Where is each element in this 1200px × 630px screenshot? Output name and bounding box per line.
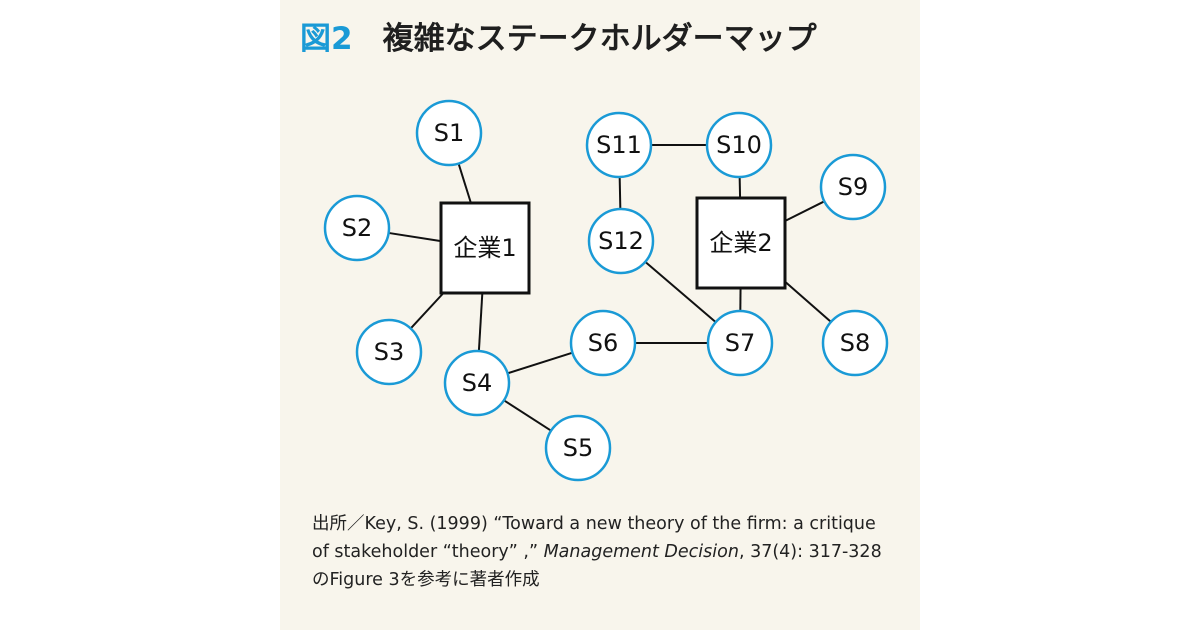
edge-s7-s12 — [644, 261, 717, 323]
stakeholder-label: S12 — [598, 227, 644, 255]
edge-s1-c1 — [457, 163, 472, 204]
stakeholder-label: S2 — [342, 214, 373, 242]
company-node-c2: 企業2 — [695, 196, 787, 290]
stakeholder-node-s12: S12 — [587, 207, 655, 275]
edge-s11-s12 — [618, 176, 622, 210]
stakeholder-label: S8 — [840, 329, 871, 357]
stakeholder-node-s10: S10 — [705, 111, 773, 179]
stakeholder-circle — [587, 207, 655, 275]
stakeholder-label: S10 — [716, 131, 762, 159]
stakeholder-node-s1: S1 — [415, 99, 483, 167]
stakeholder-node-s7: S7 — [706, 309, 774, 377]
stakeholder-circle — [355, 318, 423, 386]
caption-line-3: のFigure 3を参考に著者作成 — [312, 570, 540, 590]
stakeholder-circle — [706, 309, 774, 377]
stakeholder-node-s4: S4 — [443, 349, 511, 417]
stakeholder-circle — [443, 349, 511, 417]
edge-s3-c1 — [409, 292, 445, 330]
figure-title-text: 複雑なステークホルダーマップ — [382, 21, 817, 57]
stakeholder-circle — [705, 111, 773, 179]
caption-line-2-post: , 37(4): 317-328 — [738, 542, 882, 562]
edge-s9-c2 — [784, 200, 825, 222]
company-label: 企業2 — [709, 229, 772, 257]
stakeholder-label: S1 — [434, 119, 465, 147]
company-box — [695, 196, 787, 290]
caption-line-2: of stakeholder “theory” ,” Management De… — [312, 538, 912, 566]
stakeholder-circle — [415, 99, 483, 167]
company-node-c1: 企業1 — [439, 201, 531, 295]
stakeholder-label: S5 — [563, 434, 594, 462]
edge-s4-c1 — [477, 292, 484, 352]
stakeholder-label: S6 — [588, 329, 619, 357]
stakeholder-label: S7 — [725, 329, 756, 357]
figure-number: 図2 — [300, 21, 353, 57]
stakeholder-label: S4 — [462, 369, 493, 397]
edge-s4-s6 — [507, 351, 573, 375]
stakeholder-label: S11 — [596, 131, 642, 159]
edge-s2-c1 — [388, 231, 442, 243]
stakeholder-node-s3: S3 — [355, 318, 423, 386]
edge-s4-s5 — [503, 399, 552, 432]
company-label: 企業1 — [453, 234, 516, 262]
stakeholder-node-s11: S11 — [585, 111, 653, 179]
caption-journal-name: Management Decision — [543, 542, 739, 562]
source-caption: 出所／Key, S. (1999) “Toward a new theory o… — [312, 510, 912, 594]
edge-s8-c2 — [784, 280, 832, 323]
stakeholder-node-s6: S6 — [569, 309, 637, 377]
stakeholder-circle — [323, 194, 391, 262]
stakeholder-label: S9 — [838, 173, 869, 201]
stakeholder-node-s2: S2 — [323, 194, 391, 262]
caption-line-2-pre: of stakeholder “theory” ,” — [312, 542, 544, 562]
stakeholder-circle — [569, 309, 637, 377]
stakeholder-node-s9: S9 — [819, 153, 887, 221]
stakeholder-node-s8: S8 — [821, 309, 889, 377]
figure-title: 図2 複雑なステークホルダーマップ — [300, 14, 817, 64]
company-box — [439, 201, 531, 295]
stakeholder-node-s5: S5 — [544, 414, 612, 482]
stakeholder-circle — [585, 111, 653, 179]
stakeholder-circle — [819, 153, 887, 221]
stakeholder-circle — [544, 414, 612, 482]
edges-layer — [388, 144, 832, 432]
caption-line-1: 出所／Key, S. (1999) “Toward a new theory o… — [312, 514, 876, 534]
stakeholder-circle — [821, 309, 889, 377]
stakeholder-label: S3 — [374, 338, 405, 366]
